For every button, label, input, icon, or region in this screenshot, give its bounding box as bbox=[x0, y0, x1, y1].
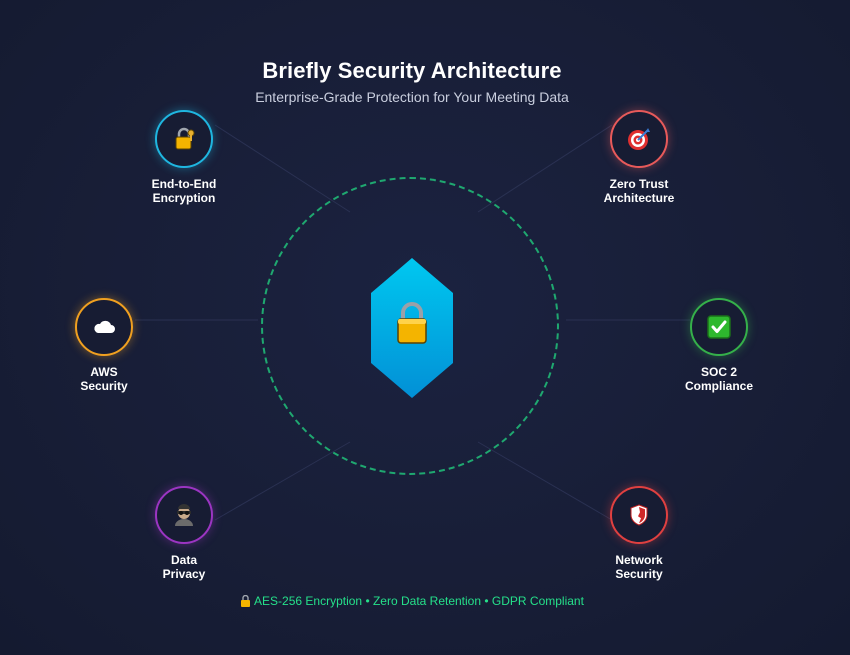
diagram-subtitle: Enterprise-Grade Protection for Your Mee… bbox=[255, 89, 569, 105]
padlock-key-icon bbox=[175, 127, 195, 150]
footer-text: AES-256 Encryption • Zero Data Retention… bbox=[254, 594, 584, 608]
node-zero-trust-architecture: Zero Trust Architecture bbox=[584, 110, 694, 205]
node-label: Zero Trust Architecture bbox=[603, 177, 675, 205]
node-circle bbox=[690, 298, 748, 356]
checkmark-icon bbox=[707, 315, 731, 339]
node-label: Network Security bbox=[615, 553, 663, 581]
node-label: AWS Security bbox=[80, 365, 128, 393]
node-data-privacy: Data Privacy bbox=[129, 486, 239, 581]
footer-note: AES-256 Encryption • Zero Data Retention… bbox=[0, 594, 824, 608]
diagram-title: Briefly Security Architecture bbox=[262, 58, 562, 83]
node-circle bbox=[75, 298, 133, 356]
connector-line bbox=[214, 441, 351, 521]
core-hexagon bbox=[371, 258, 453, 398]
node-label: End-to-End Encryption bbox=[151, 177, 217, 205]
incognito-icon bbox=[175, 504, 193, 526]
node-end-to-end-encryption: End-to-End Encryption bbox=[129, 110, 239, 205]
security-perimeter-ring bbox=[261, 177, 559, 475]
cloud-icon bbox=[94, 320, 115, 333]
node-circle bbox=[155, 486, 213, 544]
node-circle bbox=[610, 486, 668, 544]
node-label: Data Privacy bbox=[162, 553, 206, 581]
node-aws-security: AWS Security bbox=[49, 298, 159, 393]
node-circle bbox=[155, 110, 213, 168]
padlock-icon bbox=[397, 302, 427, 344]
connector-line bbox=[477, 441, 613, 521]
node-soc2-compliance: SOC 2 Compliance bbox=[664, 298, 774, 393]
node-circle bbox=[610, 110, 668, 168]
node-label: SOC 2 Compliance bbox=[684, 365, 753, 393]
shield-icon bbox=[630, 504, 648, 526]
connector-line bbox=[214, 124, 351, 213]
target-icon bbox=[628, 128, 650, 150]
connector-line bbox=[477, 124, 613, 213]
padlock-icon bbox=[241, 595, 251, 607]
node-network-security: Network Security bbox=[584, 486, 694, 581]
